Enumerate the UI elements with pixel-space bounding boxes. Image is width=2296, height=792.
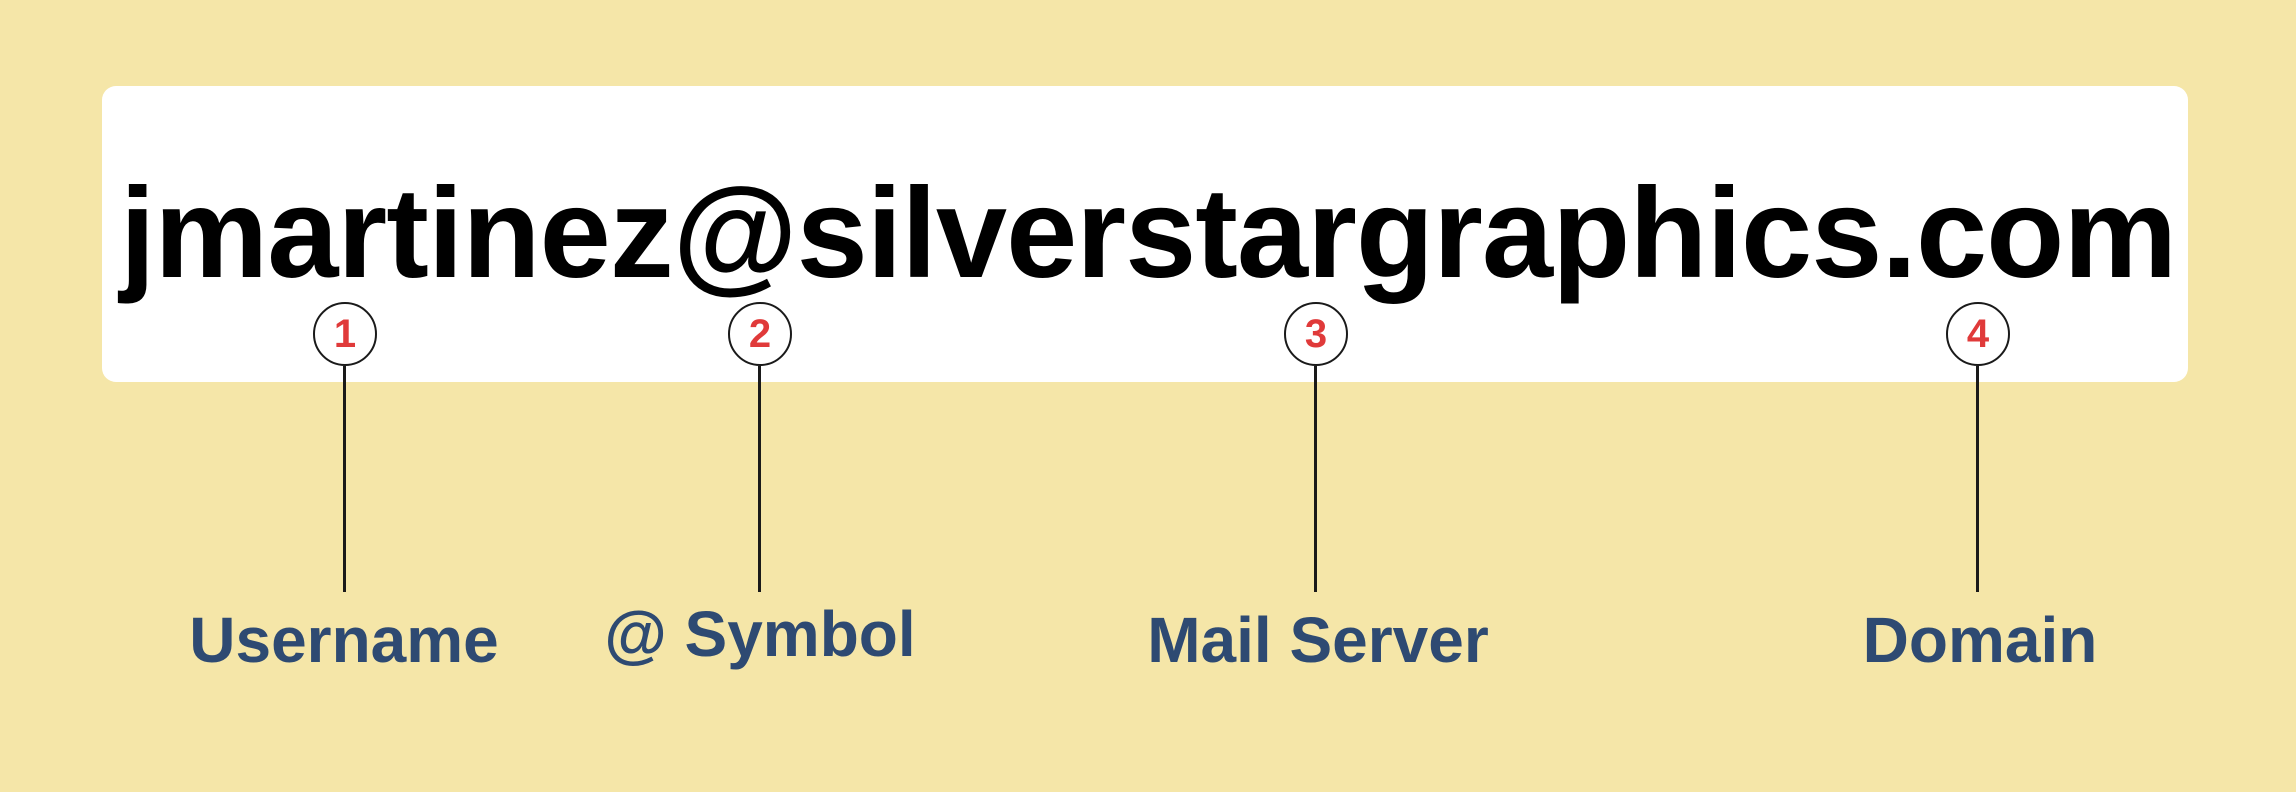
- label-mail-server: Mail Server: [1147, 604, 1489, 676]
- leader-line-mail-server: [1314, 366, 1317, 592]
- leader-line-domain: [1976, 366, 1979, 592]
- email-address-text: jmartinez@silverstargraphics.com: [119, 162, 2177, 305]
- label-username: Username: [189, 604, 499, 676]
- label-at-symbol: @ Symbol: [604, 598, 916, 670]
- marker-domain: 4: [1946, 302, 2010, 366]
- marker-mail-server: 3: [1284, 302, 1348, 366]
- label-domain: Domain: [1862, 604, 2098, 676]
- email-address-box: [102, 86, 2188, 382]
- marker-username: 1: [313, 302, 377, 366]
- leader-line-at-symbol: [758, 366, 761, 592]
- leader-line-username: [343, 366, 346, 592]
- marker-at-symbol: 2: [728, 302, 792, 366]
